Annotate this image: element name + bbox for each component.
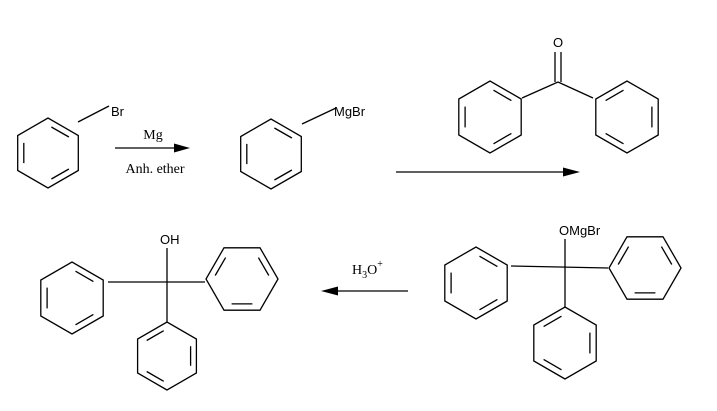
c-br-bond xyxy=(77,105,110,123)
benzene-ring xyxy=(17,117,79,189)
arrow-head xyxy=(563,167,580,177)
benzene-ring-bottom xyxy=(533,306,597,380)
ring-double-bond xyxy=(274,127,293,139)
arrow-head xyxy=(174,143,190,153)
benzene-ring-left xyxy=(40,261,104,335)
ring-double-bond xyxy=(479,255,498,268)
mgbr-label: MgBr xyxy=(334,104,366,119)
ring-outline xyxy=(205,247,279,311)
ring-double-bond xyxy=(75,313,94,326)
ring-outline xyxy=(444,246,508,320)
benzene-ring xyxy=(240,118,302,190)
bromobenzene: Br xyxy=(17,104,125,189)
ring-double-bond xyxy=(605,132,624,145)
c-phenyl-bonds xyxy=(510,265,609,269)
bromine-label: Br xyxy=(111,104,125,119)
c-phenyl-bond-right xyxy=(557,81,594,99)
ring-double-bond xyxy=(146,330,165,342)
ring-outline xyxy=(533,306,597,380)
hydronium-label: H3O+ xyxy=(352,259,383,281)
ring-outline xyxy=(40,261,104,335)
ring-double-bond xyxy=(146,370,165,382)
ring-double-bond xyxy=(605,89,624,102)
solvent-label: Anh. ether xyxy=(125,162,184,177)
addition-arrow xyxy=(396,167,580,177)
ring-double-bond xyxy=(75,270,94,283)
ring-double-bond xyxy=(51,126,70,138)
alkoxide-intermediate: OMgBr xyxy=(444,223,682,380)
ring-double-bond xyxy=(660,246,673,265)
grignard-formation-arrow: Mg Anh. ether xyxy=(115,128,190,177)
benzene-ring-right xyxy=(608,236,682,300)
ring-double-bond xyxy=(479,298,498,311)
benzene-ring-bottom xyxy=(136,321,198,391)
ring-double-bond xyxy=(214,257,227,276)
hydrolysis-arrow: H3O+ xyxy=(321,259,408,296)
ring-outline xyxy=(458,80,522,154)
benzene-ring-right xyxy=(205,247,279,311)
ring-outline xyxy=(608,236,682,300)
benzene-ring-left xyxy=(444,246,508,320)
ring-outline xyxy=(17,117,79,189)
ring-double-bond xyxy=(617,246,630,265)
ring-double-bond xyxy=(274,169,293,181)
ring-outline xyxy=(240,118,302,190)
ring-double-bond xyxy=(543,358,562,371)
oxygen-label: O xyxy=(553,35,563,50)
ring-double-bond xyxy=(51,168,70,180)
ring-double-bond xyxy=(543,315,562,328)
triphenylmethanol: OH xyxy=(40,232,279,391)
benzophenone: O xyxy=(458,35,659,154)
ring-outline xyxy=(595,80,659,154)
omgbr-label: OMgBr xyxy=(559,223,601,238)
c-phenyl-bond-left xyxy=(521,81,559,99)
c-mg-bond xyxy=(301,107,337,125)
phenylmagnesium-bromide: MgBr xyxy=(240,104,366,190)
ring-outline xyxy=(136,321,198,391)
ring-double-bond xyxy=(257,257,270,276)
arrow-head xyxy=(321,286,338,296)
ring-double-bond xyxy=(493,89,512,102)
benzene-ring-right xyxy=(595,80,659,154)
hydroxyl-label: OH xyxy=(160,232,180,247)
reagent-mg-label: Mg xyxy=(143,128,162,143)
benzene-ring-left xyxy=(458,80,522,154)
ring-double-bond xyxy=(493,132,512,145)
